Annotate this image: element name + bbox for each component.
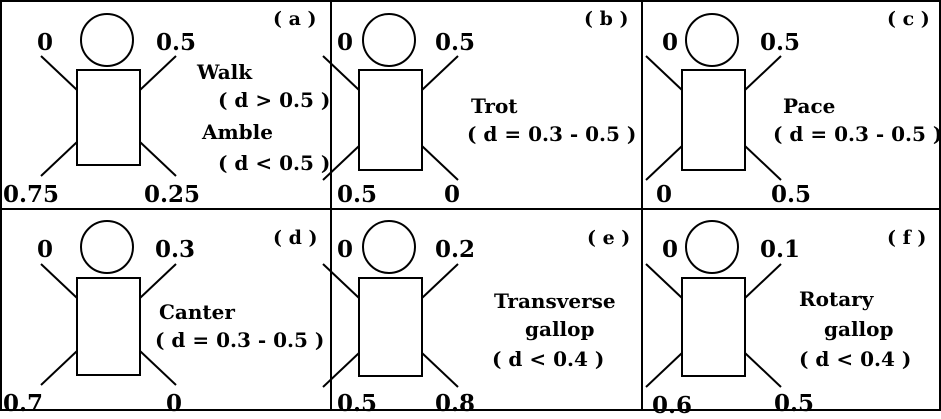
body-rect [681,277,746,377]
panel-a: 0 0.5 0.75 0.25 ( a ) Walk ( d > 0.5 ) A… [0,0,331,209]
head-circle [685,13,739,67]
panel-f: 0 0.1 0.6 0.5 ( f ) Rotary gallop ( d < … [642,209,941,417]
limb-bottom-right [421,352,459,388]
limb-bottom-left [645,352,683,388]
limb-bottom-right [744,145,782,181]
gait-duty-factor: ( d = 0.3 - 0.5 ) [773,122,941,146]
limb-value-top-right: 0.5 [156,29,197,56]
limb-value-top-right: 0.3 [155,236,196,263]
figure-c [645,13,782,181]
head-circle [362,220,416,274]
limb-value-bottom-right: 0 [166,390,183,417]
figure-a [40,13,177,177]
figure-e [322,220,459,388]
limb-value-bottom-right: 0 [444,181,461,208]
gait-name: Trot [471,94,518,118]
limb-value-top-left: 0 [37,29,54,56]
limb-bottom-left [322,145,360,181]
limb-bottom-right [744,352,782,388]
limb-value-bottom-right: 0.5 [771,181,812,208]
limb-bottom-right [139,141,177,177]
panel-tag: ( a ) [273,8,317,30]
limb-value-top-left: 0 [37,236,54,263]
limb-top-right [744,263,782,299]
panel-tag: ( c ) [887,8,930,30]
gait-duty-factor: ( d < 0.5 ) [218,151,331,175]
head-circle [685,220,739,274]
body-rect [681,69,746,171]
limb-top-left [40,263,78,299]
limb-bottom-right [421,145,459,181]
limb-value-bottom-right: 0.5 [774,390,815,417]
gait-name: Pace [783,94,836,118]
limb-value-bottom-left: 0.5 [337,390,378,417]
limb-top-left [322,55,360,91]
figure-f [645,220,782,388]
limb-value-top-left: 0 [662,236,679,263]
body-rect [358,277,423,377]
limb-value-top-left: 0 [337,236,354,263]
panel-tag: ( f ) [887,227,927,249]
panel-tag: ( e ) [587,227,631,249]
limb-value-top-left: 0 [337,29,354,56]
head-circle [80,13,134,67]
limb-value-top-right: 0.1 [760,236,801,263]
gait-duty-factor: ( d = 0.3 - 0.5 ) [467,122,637,146]
gait-name: Canter [159,300,235,324]
limb-bottom-left [645,145,683,181]
panel-tag: ( b ) [584,8,629,30]
limb-value-bottom-left: 0.5 [337,181,378,208]
figure-d [40,220,177,386]
limb-value-bottom-left: 0 [656,181,673,208]
limb-value-bottom-right: 0.25 [144,181,201,208]
limb-top-right [139,263,177,299]
gait-name: gallop [824,317,894,341]
body-rect [358,69,423,171]
gait-name: gallop [525,317,595,341]
limb-top-left [40,55,78,91]
limb-top-left [645,263,683,299]
limb-bottom-left [40,350,78,386]
figure-b [322,13,459,181]
panel-tag: ( d ) [273,227,318,249]
limb-bottom-right [139,350,177,386]
limb-value-top-right: 0.5 [435,29,476,56]
body-rect [76,277,141,376]
gait-duty-factor: ( d = 0.3 - 0.5 ) [155,328,325,352]
limb-top-left [645,55,683,91]
body-rect [76,69,141,166]
limb-top-right [421,263,459,299]
gait-name: Transverse [494,289,616,313]
gait-duty-factor: ( d > 0.5 ) [218,88,331,112]
limb-bottom-left [40,141,78,177]
gait-duty-factor: ( d < 0.4 ) [492,347,605,371]
gait-duty-factor: ( d < 0.4 ) [799,347,912,371]
panel-c: 0 0.5 0 0.5 ( c ) Pace ( d = 0.3 - 0.5 ) [642,0,941,209]
limb-value-top-right: 0.5 [760,29,801,56]
gait-name: Amble [202,120,273,144]
gait-name: Walk [197,60,253,84]
limb-value-bottom-left: 0.75 [3,181,60,208]
limb-value-bottom-left: 0.7 [3,390,44,417]
limb-top-left [322,263,360,299]
head-circle [80,220,134,274]
head-circle [362,13,416,67]
limb-value-bottom-right: 0.8 [435,390,476,417]
limb-value-top-left: 0 [662,29,679,56]
gait-name: Rotary [799,287,874,311]
limb-top-right [421,55,459,91]
limb-value-top-right: 0.2 [435,236,476,263]
panel-d: 0 0.3 0.7 0 ( d ) Canter ( d = 0.3 - 0.5… [0,209,331,415]
limb-value-bottom-left: 0.6 [652,392,693,419]
limb-bottom-left [322,352,360,388]
limb-top-right [139,55,177,91]
panel-b: 0 0.5 0.5 0 ( b ) Trot ( d = 0.3 - 0.5 ) [322,0,642,209]
panel-e: 0 0.2 0.5 0.8 ( e ) Transverse gallop ( … [322,209,642,415]
limb-top-right [744,55,782,91]
